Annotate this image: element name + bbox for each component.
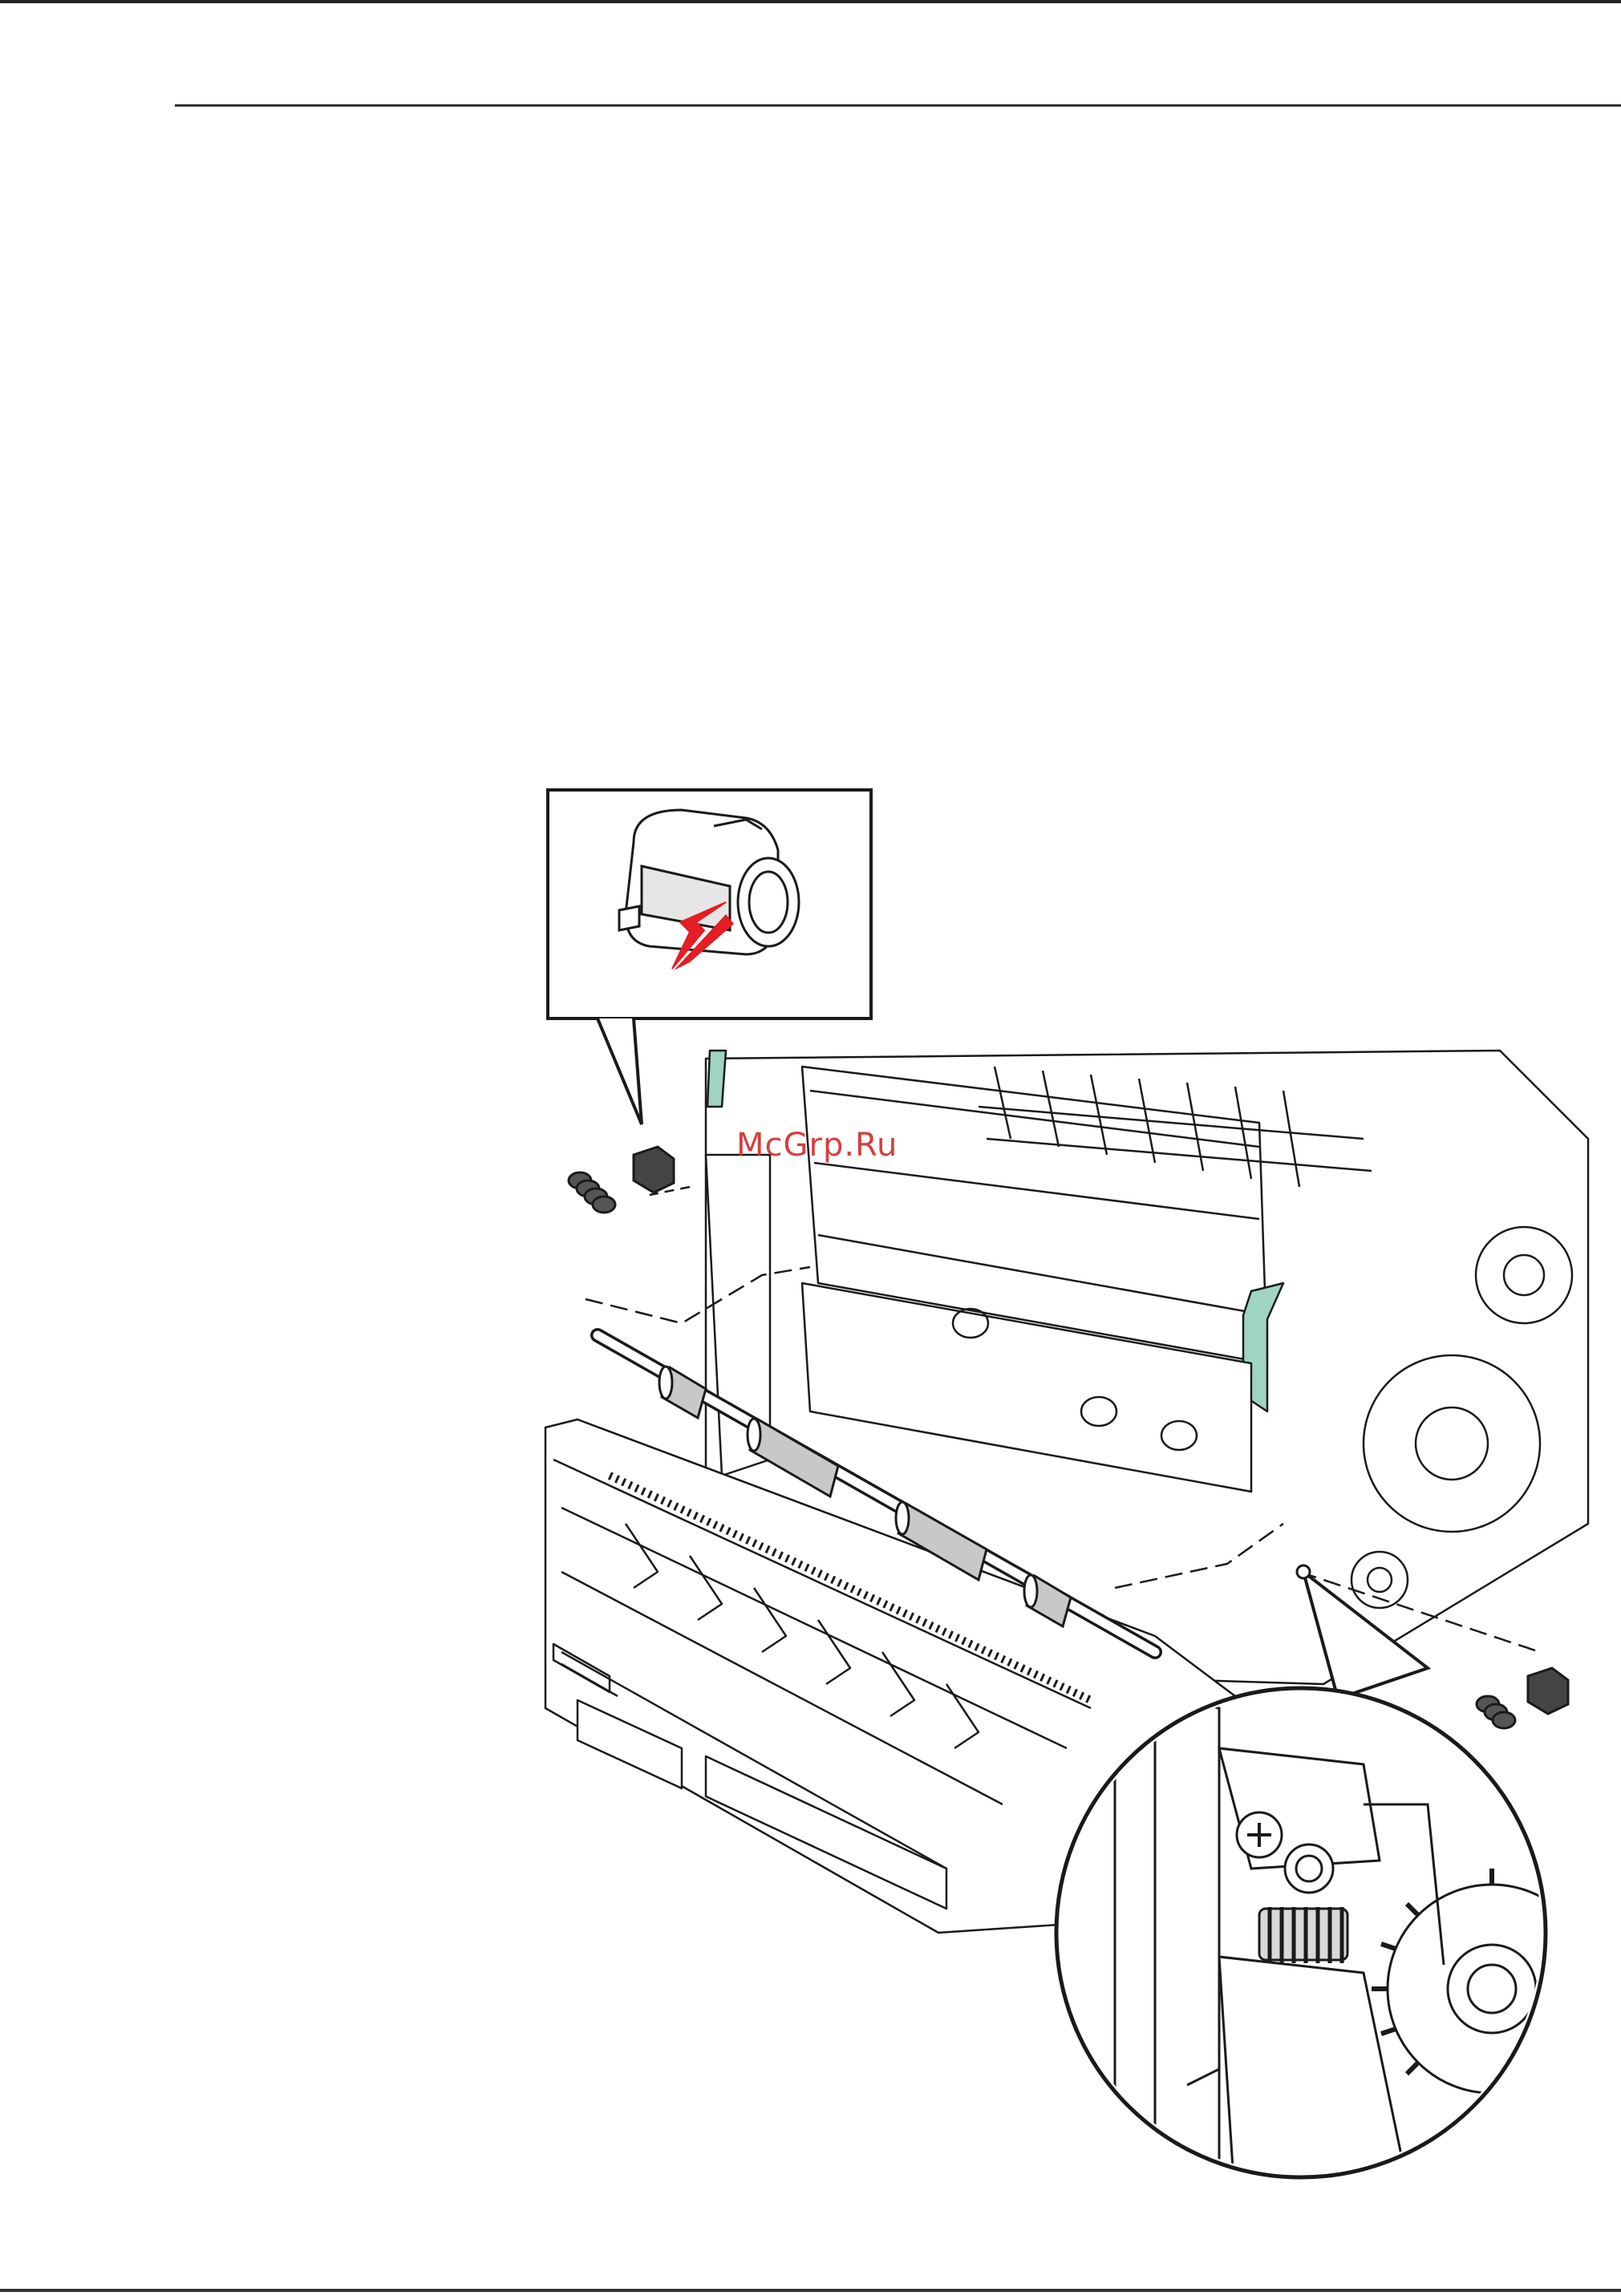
left-bushing-icon [634, 1147, 674, 1193]
magnified-spring-icon [1259, 1907, 1347, 1963]
right-bushing-assembly [1477, 1668, 1568, 1728]
footer-rule [0, 2289, 1621, 2292]
left-green-handle [707, 1051, 726, 1107]
screw-icon [1237, 1812, 1282, 1857]
right-bushing-icon [1528, 1668, 1568, 1714]
right-spring-icon [1477, 1696, 1515, 1728]
watermark: McGrp.Ru [736, 1127, 898, 1164]
left-bushing-assembly [569, 1147, 674, 1213]
left-spring-icon [569, 1172, 615, 1213]
